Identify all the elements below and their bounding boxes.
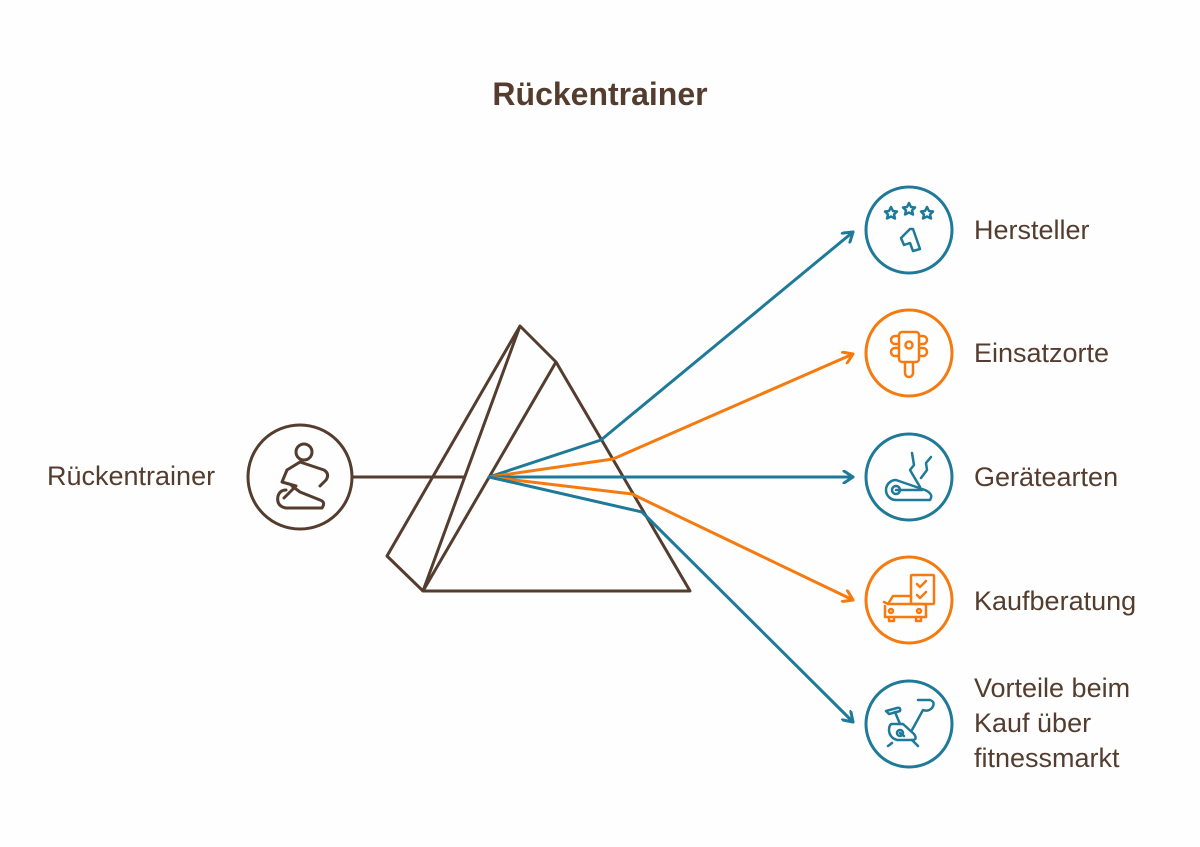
prism (385, 324, 692, 593)
output-node-vorteile (864, 679, 954, 769)
stars-rating-icon (883, 201, 935, 253)
output-label-hersteller: Hersteller (974, 215, 1090, 245)
page-title: Rückentrainer (492, 76, 708, 112)
output-node-hersteller (864, 185, 954, 275)
output-label-geraetearten: Gerätearten (974, 462, 1119, 492)
ray-vorteile (487, 475, 855, 724)
output-node-kaufberatung (864, 555, 954, 645)
output-node-geraetearten (864, 432, 954, 522)
output-node-einsatzorte (864, 308, 954, 398)
source-circle (246, 423, 354, 531)
ray-kaufberatung (487, 475, 855, 600)
output-label-vorteile-line-3: fitnessmarkt (974, 743, 1120, 773)
source-label: Rückentrainer (47, 461, 216, 491)
ray-hersteller (487, 230, 855, 479)
output-label-vorteile: Vorteile beim Kauf über fitnessmarkt (974, 671, 1130, 776)
person-on-back-trainer-icon (276, 442, 330, 510)
output-label-einsatzorte: Einsatzorte (974, 338, 1110, 368)
output-label-vorteile-line-2: Kauf über (974, 708, 1092, 738)
checklist-car-icon (882, 573, 936, 623)
exercise-bike-icon (884, 698, 935, 748)
ray-einsatzorte (487, 354, 855, 479)
output-label-vorteile-line-1: Vorteile beim (974, 673, 1131, 703)
traffic-light-icon (889, 330, 929, 379)
rays (487, 230, 855, 724)
output-label-kaufberatung: Kaufberatung (974, 586, 1137, 616)
elliptical-trainer-icon (884, 451, 933, 502)
source-node (246, 423, 354, 531)
